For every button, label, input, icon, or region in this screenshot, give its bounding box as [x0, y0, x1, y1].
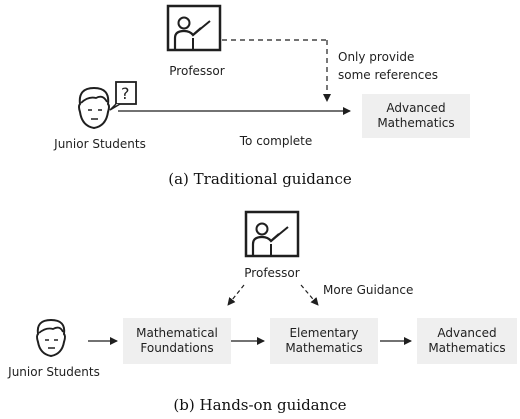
- professor-label-b: Professor: [244, 266, 300, 280]
- advanced-mathematics-box-a: Advanced Mathematics: [362, 94, 470, 138]
- professor-label-a: Professor: [169, 64, 225, 78]
- dashed-reference-connector: [222, 39, 331, 102]
- question-mark: ?: [121, 84, 130, 103]
- teacher-at-board-icon-b: [244, 210, 300, 258]
- confused-student-icon: [78, 81, 137, 130]
- guidance-arrow-left: [227, 284, 245, 306]
- caption-b: (b) Hands-on guidance: [173, 396, 347, 414]
- mathematical-foundations-box: Mathematical Foundations: [123, 318, 231, 364]
- student-label-b: Junior Students: [8, 365, 100, 379]
- advanced-mathematics-box-b: Advanced Mathematics: [417, 318, 517, 364]
- guidance-arrow-right: [300, 284, 319, 306]
- to-complete-label: To complete: [239, 134, 313, 148]
- more-guidance-label: More Guidance: [323, 283, 414, 297]
- student-label-a: Junior Students: [54, 137, 146, 151]
- caption-a: (a) Traditional guidance: [168, 170, 352, 188]
- elementary-mathematics-box: Elementary Mathematics: [270, 318, 378, 364]
- reference-note: Only provide some references: [338, 50, 439, 82]
- student-icon: [36, 318, 66, 358]
- teacher-at-board-icon: [166, 4, 222, 52]
